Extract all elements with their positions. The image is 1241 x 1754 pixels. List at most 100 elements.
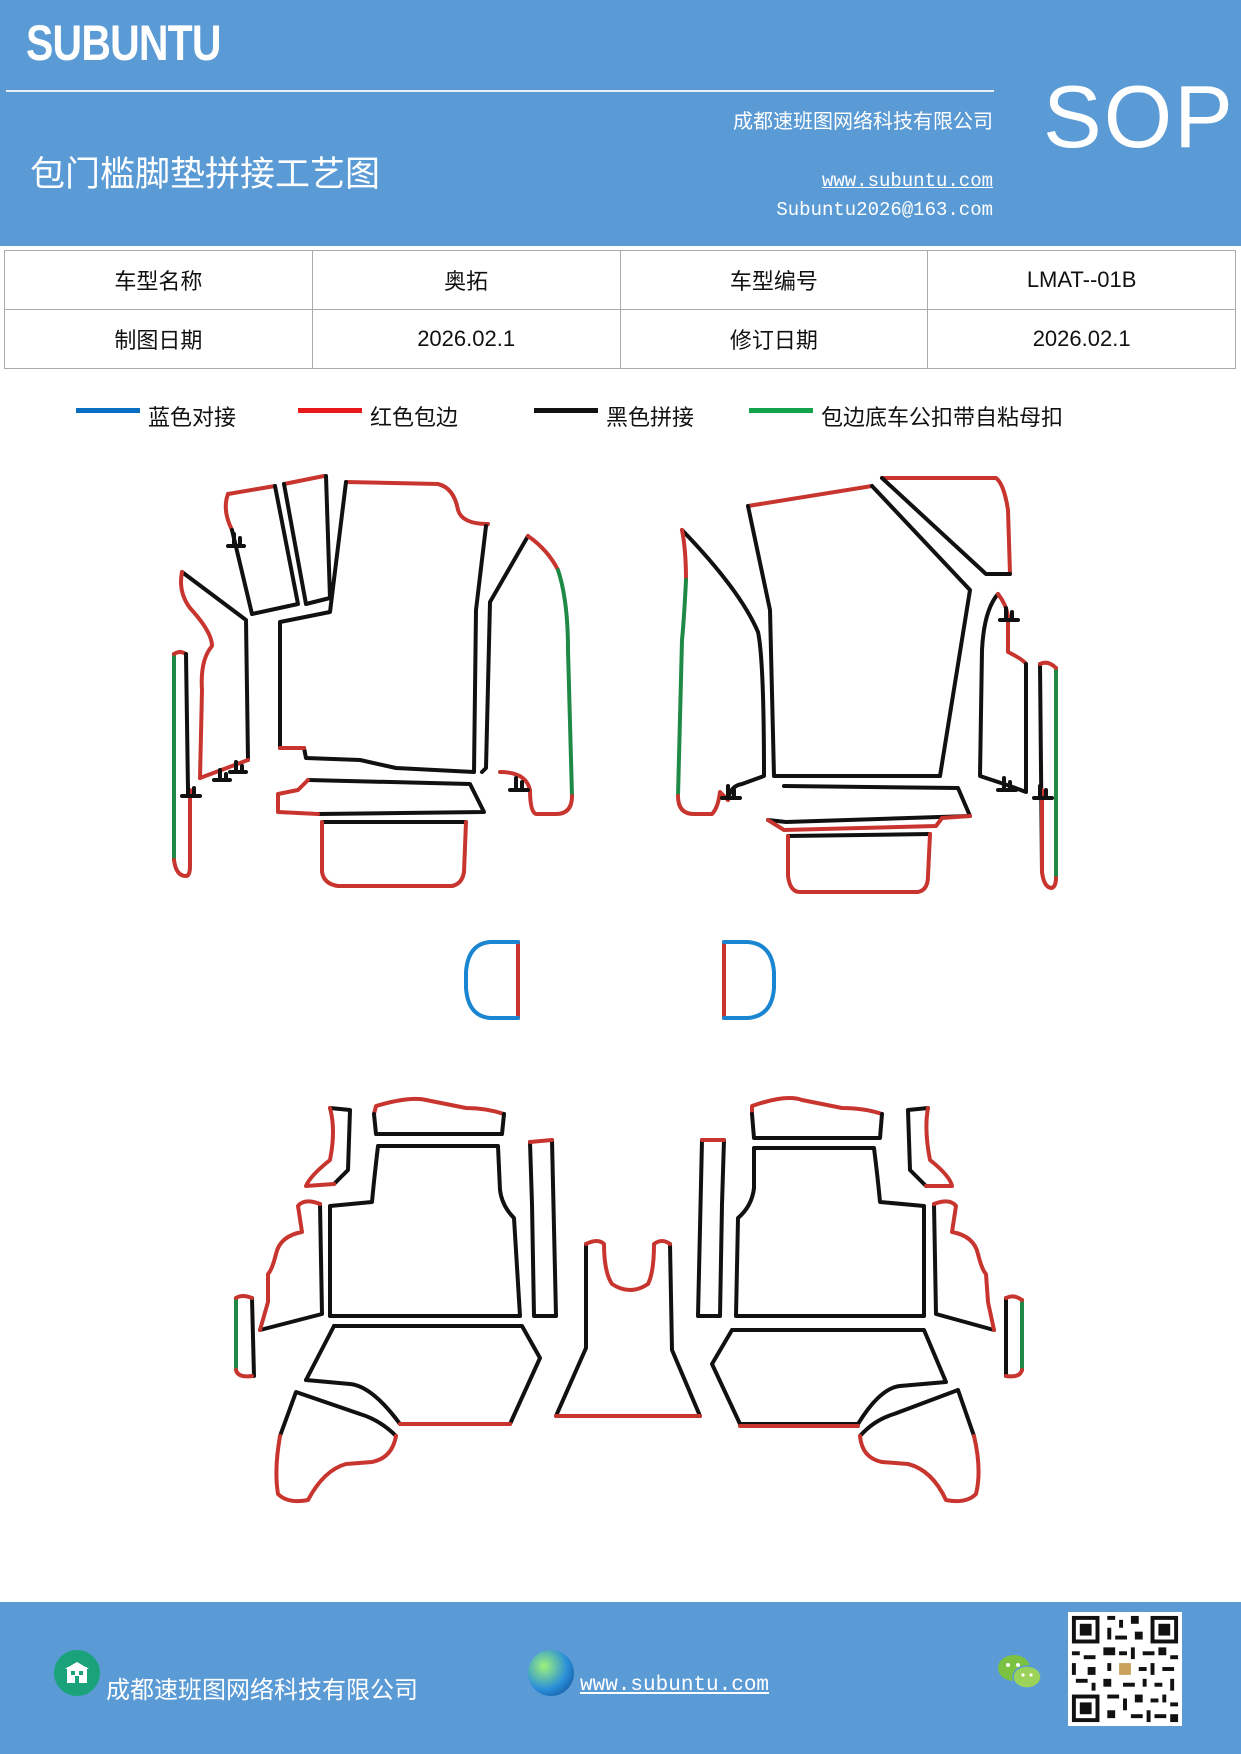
front-left-mat — [172, 474, 574, 888]
rr-corner-black — [858, 1388, 976, 1438]
rl-corner-black — [278, 1390, 398, 1438]
rr-main-black — [734, 1146, 926, 1318]
fl-anchor — [228, 760, 248, 774]
left-d-connector-blue — [464, 940, 520, 1020]
rl-corner-red — [274, 1434, 398, 1504]
fl-main-black2 — [302, 524, 488, 774]
rl-floor-black — [304, 1324, 542, 1426]
rl-top-red — [372, 1096, 506, 1116]
fr-threshold-red — [766, 814, 972, 832]
fl-main-black — [278, 480, 348, 750]
middle-connectors — [464, 940, 776, 1020]
header-company: 成都速班图网络科技有限公司 — [733, 109, 993, 133]
fl-right-piece-red — [526, 534, 560, 572]
draw-date-value: 2026.02.1 — [311, 309, 621, 369]
rl-floor-black2 — [304, 1324, 336, 1382]
rr-pillar-black — [906, 1106, 930, 1188]
rl-pillar-black — [328, 1106, 352, 1186]
fl-strip — [282, 474, 326, 486]
fl-bottom-red — [320, 820, 468, 888]
fl-piece-pillar-edge — [223, 492, 234, 532]
fl-right-piece-red2 — [498, 770, 574, 816]
rear-left-mat — [234, 1096, 558, 1504]
fl-anchor — [508, 776, 530, 792]
fl-left-red — [179, 570, 214, 780]
draw-date-label: 制图日期 — [4, 309, 313, 369]
legend-label: 蓝色对接 — [148, 406, 237, 431]
fl-right-piece-green — [556, 568, 574, 798]
rr-corner-red — [858, 1434, 981, 1504]
brand-logo: SUBUNTU — [26, 15, 222, 71]
fr-main-black — [746, 484, 972, 778]
legend-label: 红色包边 — [370, 406, 459, 431]
fl-anchor — [212, 768, 232, 782]
footer-website-link[interactable]: www.subuntu.com — [580, 1674, 770, 1697]
table-row: 车型名称 奥拓 车型编号 LMAT--01B — [4, 250, 1236, 310]
rl-left-black — [258, 1202, 324, 1332]
fl-right-piece-black — [480, 534, 530, 774]
rl-side-red — [528, 1138, 554, 1144]
fr-anchor — [1032, 784, 1054, 800]
rr-top-black — [750, 1112, 884, 1140]
revise-date-label: 修订日期 — [619, 309, 929, 369]
rr-side-black — [696, 1138, 726, 1318]
legend-swatch-red — [298, 407, 362, 413]
model-no-label: 车型编号 — [619, 250, 929, 310]
tunnel-red-top — [584, 1239, 672, 1292]
fr-left-piece-red2 — [676, 790, 730, 816]
legend-swatch-green — [749, 407, 813, 413]
rl-side-black — [528, 1138, 558, 1318]
fr-top-piece-red — [880, 476, 1012, 576]
header: SUBUNTU 成都速班图网络科技有限公司 包门槛脚垫拼接工艺图 www.sub… — [0, 0, 1241, 246]
fr-side-red — [996, 592, 1028, 666]
fl-thin-strip-black — [184, 652, 190, 792]
fl-threshold-red — [276, 778, 320, 816]
legend-swatch-blue — [76, 407, 140, 413]
rl-edge-strip-black — [250, 1296, 256, 1378]
tunnel-black — [554, 1242, 702, 1418]
sop-label: SOP — [1043, 67, 1235, 166]
fr-side-black — [978, 592, 1012, 788]
front-right-mat — [676, 476, 1058, 894]
fl-threshold-black — [306, 778, 486, 816]
fr-side2-black — [1008, 662, 1028, 794]
rl-main-black — [328, 1144, 522, 1318]
wechat-icon — [998, 1655, 1042, 1689]
fl-left-red2 — [198, 758, 250, 780]
info-table: 车型名称 奥拓 车型编号 LMAT--01B 制图日期 2026.02.1 修订… — [4, 250, 1236, 369]
header-email: Subuntu2026@163.com — [776, 199, 993, 221]
building-icon — [54, 1650, 100, 1696]
rr-right-red — [932, 1199, 996, 1332]
fr-bottom-black — [786, 832, 932, 838]
table-row: 制图日期 2026.02.1 修订日期 2026.02.1 — [4, 309, 1236, 369]
rr-top-red — [750, 1096, 884, 1116]
fl-anchor — [226, 532, 246, 548]
fr-threshold-black — [766, 784, 972, 824]
fr-left-piece-black — [680, 528, 766, 802]
fl-left-black — [180, 570, 250, 762]
fr-left-piece-red — [680, 528, 688, 582]
fr-top-piece-black — [880, 476, 1012, 576]
fr-left-piece-green — [676, 578, 688, 798]
model-no-value: LMAT--01B — [927, 250, 1236, 310]
legend-label: 黑色拼接 — [606, 406, 695, 431]
legend-item-red: 红色包边 — [298, 400, 458, 432]
legend-item-black: 黑色拼接 — [534, 400, 694, 432]
fl-main-red — [344, 480, 490, 528]
model-name-value: 奥拓 — [311, 250, 621, 310]
model-name-label: 车型名称 — [4, 250, 313, 310]
rr-edge-strip-red — [1004, 1294, 1024, 1379]
globe-icon — [528, 1650, 574, 1696]
header-divider — [6, 90, 994, 92]
rl-left-red — [258, 1199, 322, 1332]
rear-right-mat — [696, 1096, 1024, 1504]
fl-strip-black — [282, 474, 332, 606]
legend-item-green: 包边底车公扣带自粘母扣 — [749, 400, 1063, 432]
footer-company: 成都速班图网络科技有限公司 — [106, 1676, 418, 1704]
fr-anchor — [998, 606, 1020, 622]
footer: 成都速班图网络科技有限公司 www.subuntu.com — [0, 1602, 1241, 1754]
header-website-link[interactable]: www.subuntu.com — [821, 170, 993, 192]
fl-piece-pillar — [226, 484, 277, 496]
center-tunnel — [554, 1239, 702, 1418]
rr-floor-black — [710, 1328, 948, 1426]
